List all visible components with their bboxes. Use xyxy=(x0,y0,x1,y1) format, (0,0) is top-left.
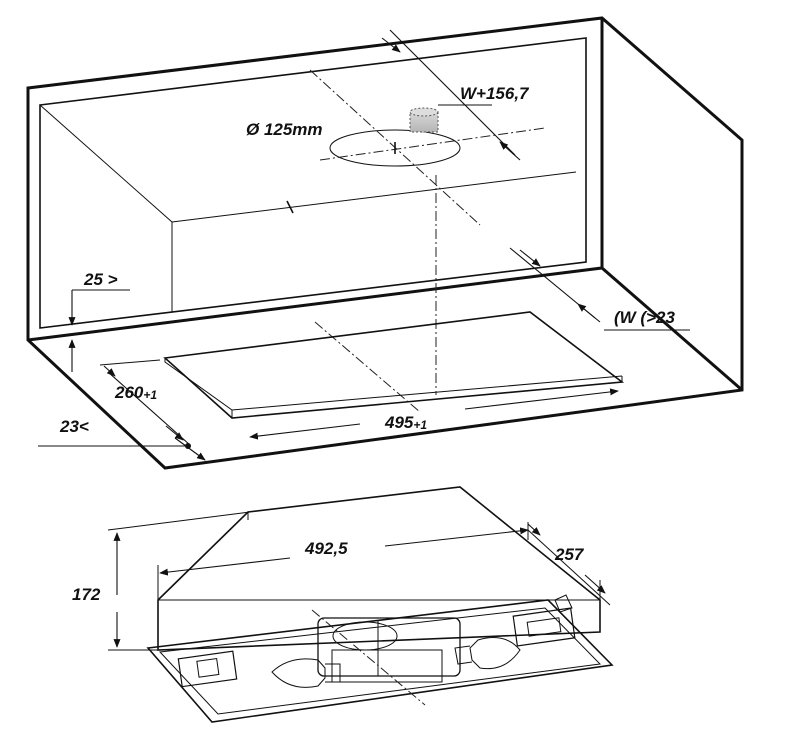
cabinet-drawing xyxy=(26,16,744,470)
hood-tray xyxy=(146,599,614,723)
hood-body xyxy=(157,486,601,651)
hood-unit-drawing xyxy=(107,486,614,723)
label-duct-diameter: Ø 125mm xyxy=(246,120,323,139)
cutout-plate xyxy=(163,311,625,419)
label-depth-offset: W+156,7 xyxy=(460,84,530,103)
label-cutout-depth: 260+1 xyxy=(114,383,157,402)
lamp-right xyxy=(469,637,521,670)
label-unit-height: 172 xyxy=(72,585,101,604)
cabinet-inner-frame xyxy=(39,37,587,329)
duct-opening xyxy=(329,129,461,167)
label-front-recess: 25 > xyxy=(83,270,118,289)
label-unit-width: 492,5 xyxy=(304,539,348,558)
label-cutout-width: 495+1 xyxy=(384,413,427,432)
label-unit-depth: 257 xyxy=(554,545,585,564)
label-side-min: 23< xyxy=(59,417,89,436)
label-width-min: (W (>23 xyxy=(614,308,675,327)
lamp-left xyxy=(271,658,326,688)
